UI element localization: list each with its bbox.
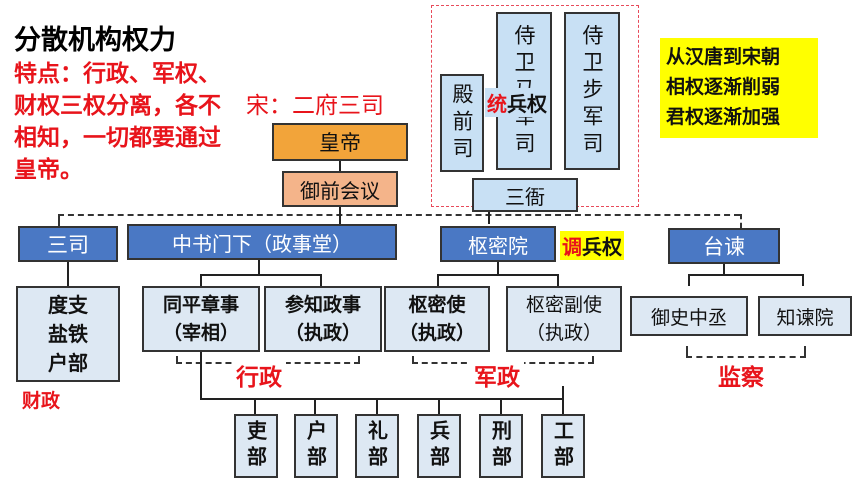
tongping-box: 同平章事 （宰相）	[142, 286, 260, 352]
note-line-3: 君权逐渐加强	[666, 106, 781, 128]
song-label: 宋：二府三司	[246, 93, 384, 119]
zhongshu-box: 中书门下（政事堂）	[127, 224, 397, 260]
sansi-box: 三司	[18, 226, 118, 262]
connector-minister-4	[500, 400, 502, 414]
diao-suffix: 兵权	[582, 235, 622, 259]
connector-shumi-bar	[437, 274, 559, 276]
finance-line-3: 户部	[48, 350, 88, 375]
dashed-drop-taijian	[740, 214, 742, 228]
connector-sansi-finance	[67, 262, 69, 286]
canzhi-box: 参知政事 （执政）	[264, 286, 382, 352]
connector-tongping-ministries	[200, 352, 202, 400]
feature-text: 特点：行政、军权、财权三权分离，各不相知，一切都要通过皇帝。	[14, 61, 221, 183]
connector-ministries-bar-right	[500, 398, 564, 400]
connector-taijian-down	[723, 264, 725, 274]
connector-taijian-left	[688, 274, 690, 286]
shumishi-title: 枢密使	[408, 294, 466, 316]
yushi-box: 御史中丞	[630, 296, 748, 336]
connector-council-zhongshu	[339, 207, 341, 224]
ministry-rites: 礼部	[355, 414, 399, 478]
shumi-box: 枢密院	[440, 226, 556, 262]
connector-taijian-bar	[688, 274, 804, 276]
dashed-level-line	[58, 214, 740, 216]
shumifu-role: （执政）	[525, 322, 602, 344]
connector-zhongshu-bar	[200, 274, 322, 276]
connector-zhongshu-left	[200, 274, 202, 286]
ministry-bing: 兵部	[417, 414, 461, 478]
supervise-label: 监察	[718, 365, 764, 391]
sanya-box: 三衙	[472, 178, 578, 212]
connector-minister-2	[376, 400, 378, 414]
zhijian-box: 知谏院	[758, 296, 852, 336]
connector-minister-3	[438, 400, 440, 414]
shumishi-role: （执政）	[398, 322, 475, 344]
diao-label: 调兵权	[560, 231, 624, 260]
canzhi-title: 参知政事	[284, 294, 361, 316]
tongping-title: 同平章事	[162, 294, 239, 316]
finance-line-2: 盐铁	[48, 321, 88, 346]
military-label: 军政	[470, 358, 524, 392]
ministry-hu: 户部	[294, 414, 338, 478]
admin-label: 行政	[232, 358, 286, 392]
shumishi-box: 枢密使 （执政）	[384, 286, 490, 352]
connector-minister-1	[314, 400, 316, 414]
taijian-box: 台谏	[668, 228, 780, 264]
ministry-gong: 工部	[541, 414, 585, 478]
connector-zhongshu-down	[258, 260, 260, 274]
diao-prefix: 调	[562, 235, 582, 259]
connector-zhongshu-right	[320, 274, 322, 286]
canzhi-role: （执政）	[284, 322, 361, 344]
connector-sanya-shumi	[488, 212, 490, 224]
highlight-note: 从汉唐到宋朝 相权逐渐削弱 君权逐渐加强	[660, 38, 818, 138]
connector-ministries-bar	[200, 398, 522, 400]
tong-suffix: 兵权	[507, 92, 547, 116]
connector-shumi-down	[497, 262, 499, 274]
note-line-2: 相权逐渐削弱	[666, 76, 781, 98]
connector-shumi-right	[557, 274, 559, 286]
finance-box: 度支 盐铁 户部	[16, 286, 120, 382]
dashed-drop-sansi	[58, 214, 60, 226]
finance-line-1: 度支	[48, 292, 88, 317]
connector-minister-5	[562, 386, 564, 414]
note-line-1: 从汉唐到宋朝	[666, 46, 781, 68]
shiwei-bu-box: 侍卫步军司	[564, 12, 620, 170]
connector-shumi-left	[437, 274, 439, 286]
ministry-xing: 刑部	[479, 414, 523, 478]
supervise-bracket	[686, 346, 806, 358]
council-box: 御前会议	[282, 171, 398, 207]
dianqian-box: 殿前司	[440, 74, 484, 172]
page-title: 分散机构权力	[14, 25, 176, 56]
shumifu-box: 枢密副使 （执政）	[506, 286, 622, 352]
tong-prefix: 统	[487, 92, 507, 116]
tong-label: 统兵权	[485, 88, 549, 117]
connector-emperor-council	[339, 161, 341, 171]
ministry-li: 吏部	[234, 414, 278, 478]
tongping-role: （宰相）	[162, 322, 239, 344]
emperor-box: 皇帝	[272, 123, 408, 161]
shumifu-title: 枢密副使	[525, 294, 602, 316]
connector-taijian-right	[802, 274, 804, 286]
finance-label: 财政	[22, 390, 61, 412]
connector-minister-0	[254, 400, 256, 414]
